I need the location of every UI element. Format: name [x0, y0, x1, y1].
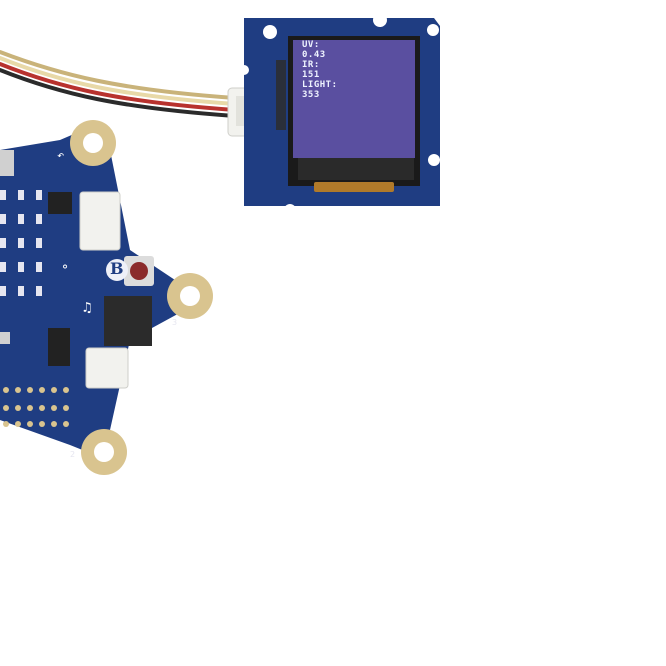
oled-line-light-value: 353	[302, 90, 320, 100]
grove-cable	[0, 50, 237, 118]
led-matrix	[0, 190, 42, 296]
oled-line-uv-value: 0.43	[302, 50, 326, 60]
grove-port-b	[85, 347, 129, 389]
oled-readout: UV: 0.43 IR: 151 LIGHT: 353	[302, 40, 338, 100]
oled-line-uv-label: UV:	[302, 40, 320, 50]
calliope-board	[0, 120, 213, 475]
oled-screen	[293, 40, 415, 158]
oled-line-ir-label: IR:	[302, 60, 320, 70]
pad-3-label: 3	[172, 318, 178, 327]
grove-port-a	[79, 191, 121, 251]
lock-icon: ⚬	[60, 260, 71, 274]
speaker	[104, 296, 152, 346]
flex-cable	[314, 182, 394, 192]
reset-arrow-icon: ↶	[57, 148, 65, 162]
header-pins	[3, 387, 69, 427]
usb-port-icon	[0, 150, 14, 176]
oled-module	[239, 13, 440, 216]
button-b	[130, 262, 148, 280]
pad-2-label: 2	[70, 450, 76, 459]
button-b-label: B	[110, 259, 124, 278]
oled-line-light-label: LIGHT:	[302, 80, 338, 90]
oled-line-ir-value: 151	[302, 70, 320, 80]
music-note-icon: ♫	[83, 300, 92, 316]
